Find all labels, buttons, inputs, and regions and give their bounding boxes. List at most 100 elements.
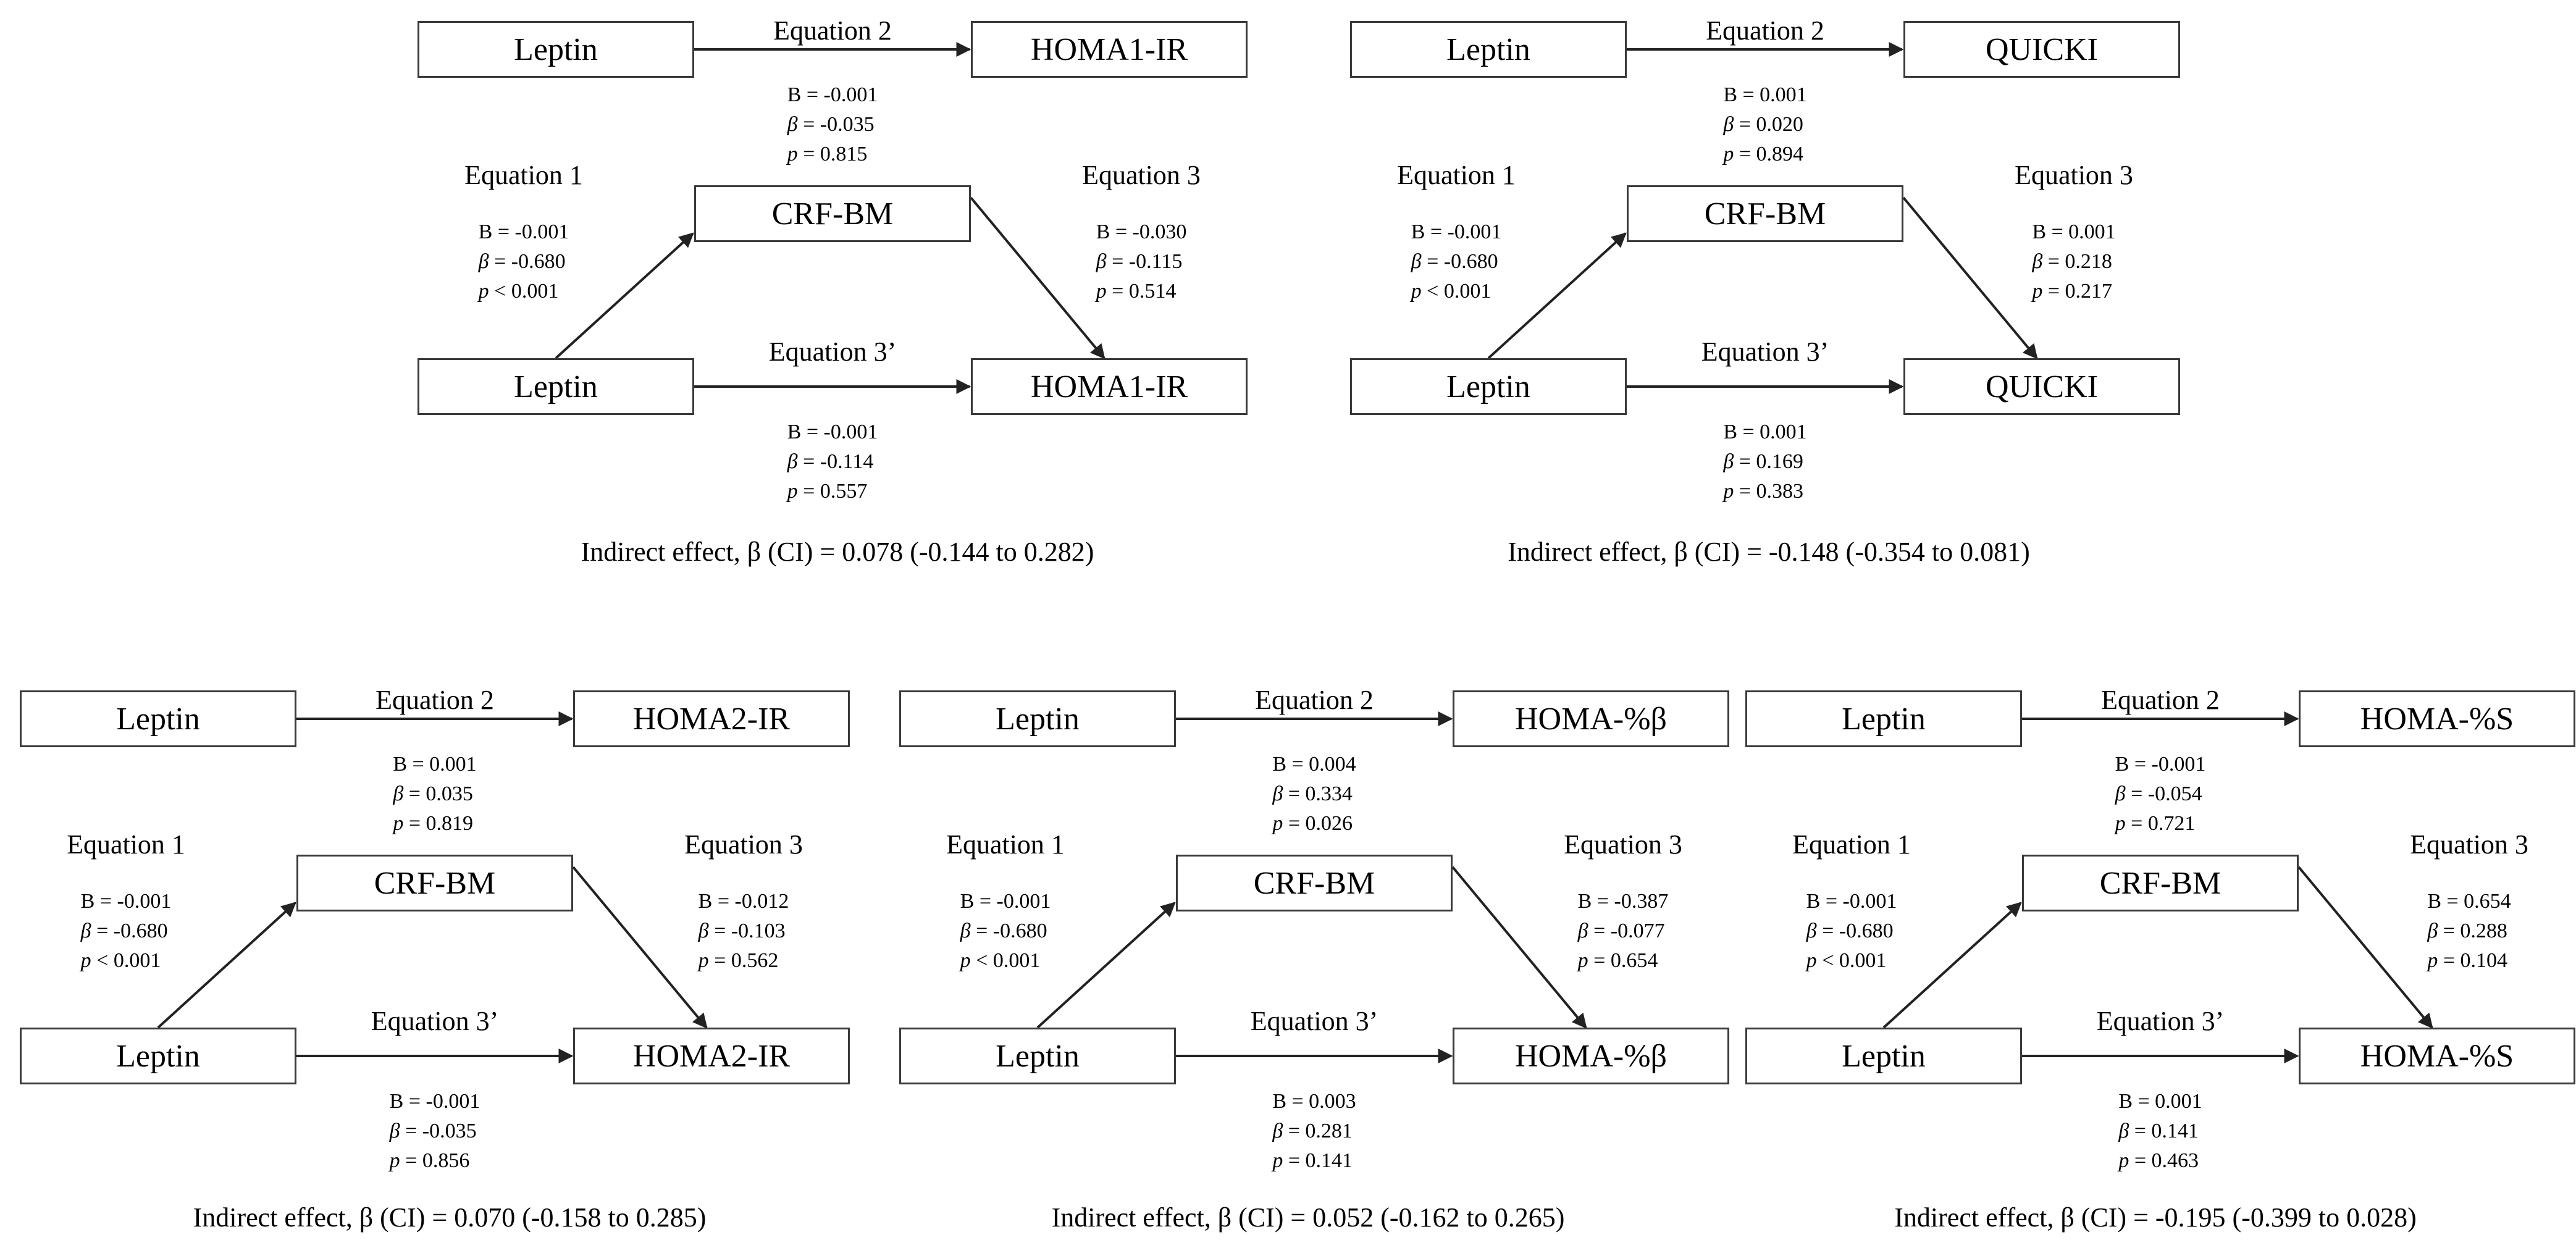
beta-value-text: = -0.680 <box>1822 920 1894 942</box>
beta-value: = 0.035 <box>403 782 473 805</box>
p-value: = 0.815 <box>798 143 867 165</box>
stat-beta: β = 0.288 <box>2427 916 2511 946</box>
p-value-text: = 0.514 <box>1112 280 1177 303</box>
beta-value: = -0.035 <box>400 1120 477 1142</box>
beta-value: = -0.077 <box>1588 920 1665 942</box>
predictor-box: Leptin <box>417 21 694 78</box>
equation-3-prime-label: Equation 3’ <box>1250 1006 1378 1036</box>
p-symbol: p <box>698 949 709 972</box>
stat-beta: β = -0.115 <box>1096 247 1187 277</box>
beta-symbol: β <box>389 1120 400 1142</box>
equation-2-label: Equation 2 <box>2101 685 2220 715</box>
stat-p: p = 0.819 <box>393 809 476 839</box>
mediator-box: CRF-BM <box>1176 855 1453 911</box>
outcome-box: HOMA-%β <box>1453 1028 1729 1084</box>
beta-value: = 0.218 <box>2042 250 2112 273</box>
p-symbol: p <box>80 949 91 972</box>
p-symbol: p <box>2115 812 2126 835</box>
p-value-text: < 0.001 <box>494 280 559 303</box>
mediator-box: CRF-BM <box>694 185 971 242</box>
stat-beta: β = 0.169 <box>1723 447 1806 477</box>
indirect-effect: Indirect effect, β (CI) = -0.148 (-0.354… <box>1508 537 2030 567</box>
arrow-equation-3 <box>572 866 708 1029</box>
indirect-effect: Indirect effect, β (CI) = -0.195 (-0.399… <box>1894 1202 2417 1233</box>
beta-symbol: β <box>1096 250 1107 273</box>
beta-symbol: β <box>698 920 709 942</box>
mediator-box: CRF-BM <box>296 855 573 911</box>
p-symbol: p <box>1096 280 1107 303</box>
indirect-effect: Indirect effect, β (CI) = 0.070 (-0.158 … <box>193 1202 707 1233</box>
stat-beta: β = -0.054 <box>2115 779 2206 809</box>
p-value: = 0.383 <box>1734 480 1803 503</box>
arrow-equation-3 <box>1451 866 1587 1029</box>
stat-p: p = 0.721 <box>2115 809 2206 839</box>
p-value-text: = 0.894 <box>1739 143 1804 165</box>
stat-beta: β = -0.680 <box>960 916 1051 946</box>
predictor-box: Leptin <box>1745 690 2022 747</box>
beta-value: = 0.281 <box>1283 1120 1353 1142</box>
p-symbol: p <box>2118 1149 2129 1172</box>
p-value: = 0.463 <box>2129 1149 2199 1172</box>
beta-symbol: β <box>1272 782 1283 805</box>
stat-p: p < 0.001 <box>479 277 569 306</box>
beta-symbol: β <box>393 782 404 805</box>
p-value: = 0.514 <box>1107 280 1177 303</box>
p-symbol: p <box>1806 949 1817 972</box>
p-symbol: p <box>2032 280 2043 303</box>
stat-p: p = 0.514 <box>1096 277 1187 306</box>
p-symbol: p <box>1723 480 1734 503</box>
stat-b: B = 0.001 <box>2032 220 2116 243</box>
p-value: = 0.894 <box>1734 143 1803 165</box>
beta-symbol: β <box>1723 450 1734 473</box>
stat-p: p = 0.141 <box>1272 1146 1356 1176</box>
stat-p: p = 0.026 <box>1272 809 1356 839</box>
stat-b: B = -0.387 <box>1577 890 1669 913</box>
stat-beta: β = -0.680 <box>479 247 569 277</box>
equation-3-prime-label: Equation 3’ <box>2096 1006 2225 1036</box>
p-value: = 0.104 <box>2438 949 2507 972</box>
mediator-box: CRF-BM <box>1627 185 1903 242</box>
arrow-equation-3 <box>1902 196 2038 359</box>
beta-value-text: = 0.169 <box>1739 450 1803 473</box>
stat-beta: β = -0.680 <box>81 916 172 946</box>
stat-b: B = -0.012 <box>698 890 789 913</box>
stat-b: B = -0.001 <box>1806 890 1897 913</box>
p-value-text: = 0.654 <box>1593 949 1658 972</box>
beta-value-text: = -0.114 <box>803 450 874 473</box>
stat-b: B = -0.001 <box>2115 753 2206 776</box>
p-value: = 0.557 <box>798 480 867 503</box>
p-value: = 0.562 <box>709 949 778 972</box>
equation-2-label: Equation 2 <box>1255 685 1374 715</box>
p-value-text: = 0.819 <box>408 812 474 835</box>
stat-p: p < 0.001 <box>1411 277 1502 306</box>
beta-value: = 0.141 <box>2129 1120 2199 1142</box>
beta-value: = 0.169 <box>1734 450 1803 473</box>
stat-b: B = 0.003 <box>1272 1090 1356 1113</box>
outcome-box: HOMA1-IR <box>971 21 1248 78</box>
stat-b: B = -0.030 <box>1096 220 1187 243</box>
arrow-equation-1 <box>555 232 694 359</box>
stat-beta: β = -0.680 <box>1411 247 1502 277</box>
beta-value-text: = 0.281 <box>1288 1120 1353 1142</box>
equation-1-label: Equation 1 <box>464 160 583 190</box>
equation-1-label: Equation 1 <box>67 829 185 860</box>
predictor-box: Leptin <box>20 690 296 747</box>
p-value: = 0.654 <box>1588 949 1658 972</box>
stat-beta: β = 0.334 <box>1272 779 1356 809</box>
arrow-equation-1 <box>1036 902 1176 1029</box>
p-symbol: p <box>393 812 404 835</box>
stat-b: B = -0.001 <box>960 890 1051 913</box>
stat-b: B = 0.001 <box>2118 1090 2202 1113</box>
p-symbol: p <box>478 280 489 303</box>
beta-value-text: = -0.035 <box>803 113 875 136</box>
stat-p: p < 0.001 <box>1806 946 1897 976</box>
beta-value: = 0.288 <box>2438 920 2507 942</box>
predictor-box: Leptin <box>899 1028 1176 1084</box>
